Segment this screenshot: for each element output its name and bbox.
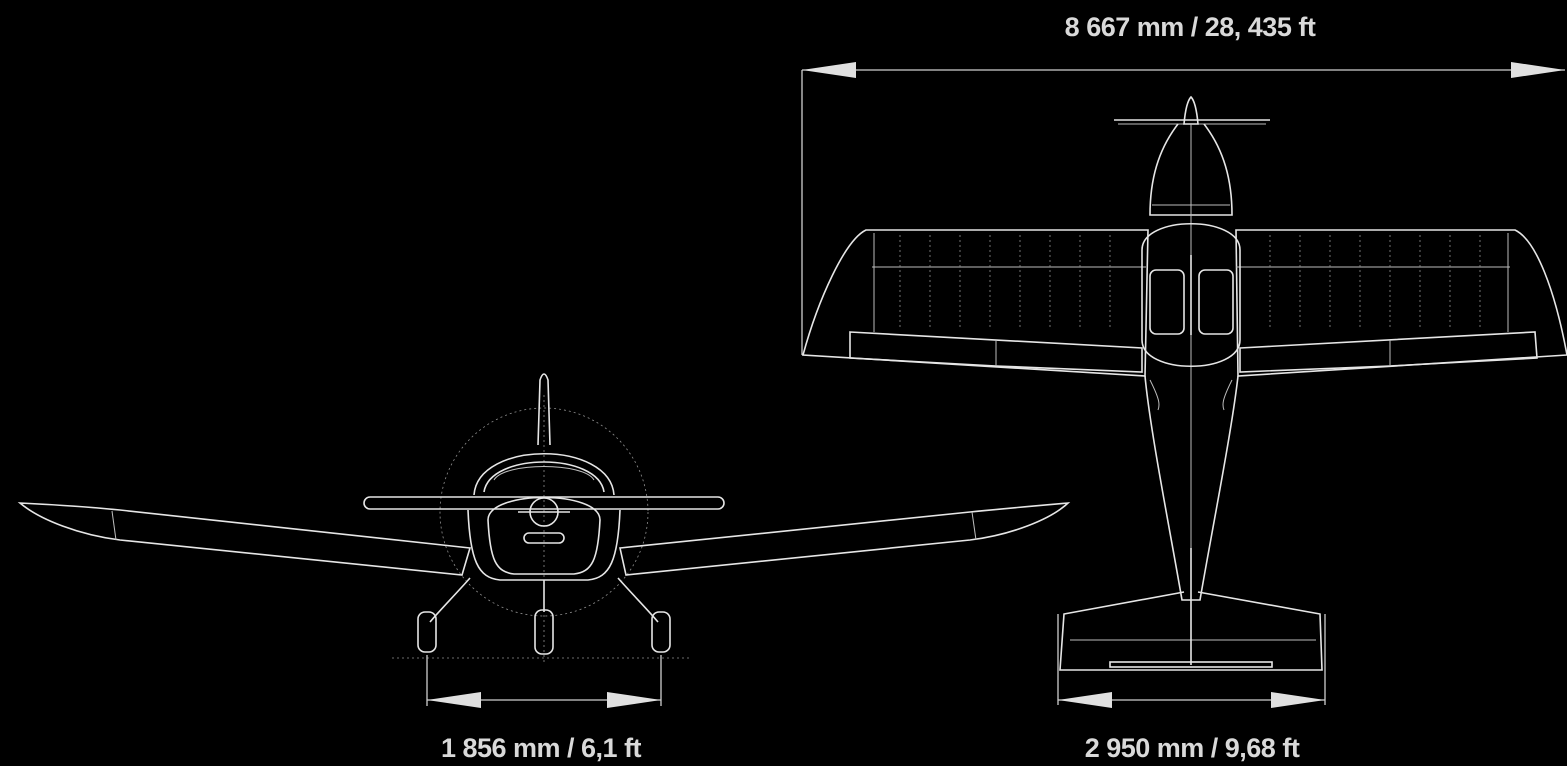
air-intake bbox=[523, 532, 565, 544]
left-aileron-line bbox=[111, 510, 117, 541]
front-view bbox=[17, 373, 1071, 665]
wheel-track-dimension bbox=[426, 655, 662, 708]
wingspan-arrow-left bbox=[802, 62, 856, 78]
canopy-arch-inner bbox=[483, 461, 605, 493]
right-wing-front bbox=[619, 502, 1071, 576]
wing-skin-lines bbox=[899, 235, 1481, 330]
left-flap bbox=[849, 331, 1143, 373]
canopy-arch-rim bbox=[493, 466, 595, 481]
left-gear-leg bbox=[429, 577, 471, 623]
right-seat bbox=[1198, 269, 1234, 335]
vertical-stabilizer-front bbox=[537, 373, 551, 446]
wheel-track-arrow-right bbox=[607, 692, 661, 708]
left-wing-top bbox=[801, 229, 1149, 377]
tail-span-label: 2 950 mm / 9,68 ft bbox=[1084, 733, 1300, 763]
fuselage-left-fairing bbox=[1149, 379, 1160, 411]
tail-span-arrow-left bbox=[1058, 692, 1112, 708]
propeller-disc bbox=[439, 407, 649, 617]
right-aileron-line bbox=[971, 511, 977, 541]
wingspan-label: 8 667 mm / 28, 435 ft bbox=[1064, 12, 1316, 42]
right-flap bbox=[1239, 331, 1538, 373]
canopy-frame bbox=[1141, 223, 1241, 367]
right-wing-top bbox=[1235, 229, 1567, 377]
tail-span-dimension bbox=[1057, 614, 1326, 708]
right-gear-leg bbox=[617, 577, 659, 623]
wheel-track-arrow-left bbox=[427, 692, 481, 708]
canopy-arch-outer bbox=[473, 452, 615, 496]
cowling-front bbox=[487, 496, 601, 575]
right-main-wheel bbox=[651, 611, 671, 653]
tail-span-arrow-right bbox=[1271, 692, 1325, 708]
wheel-track-label: 1 856 mm / 6,1 ft bbox=[440, 733, 642, 763]
fuselage-right-fairing bbox=[1222, 379, 1233, 411]
wingspan-arrow-right bbox=[1511, 62, 1565, 78]
wingspan-dimension bbox=[801, 62, 1565, 355]
left-wing-front bbox=[17, 502, 472, 576]
horizontal-tail bbox=[1059, 591, 1323, 671]
left-main-wheel bbox=[417, 611, 437, 653]
nose-wheel bbox=[534, 609, 554, 655]
top-view bbox=[801, 95, 1567, 671]
left-seat bbox=[1149, 269, 1185, 335]
spinner-top bbox=[1183, 95, 1199, 125]
